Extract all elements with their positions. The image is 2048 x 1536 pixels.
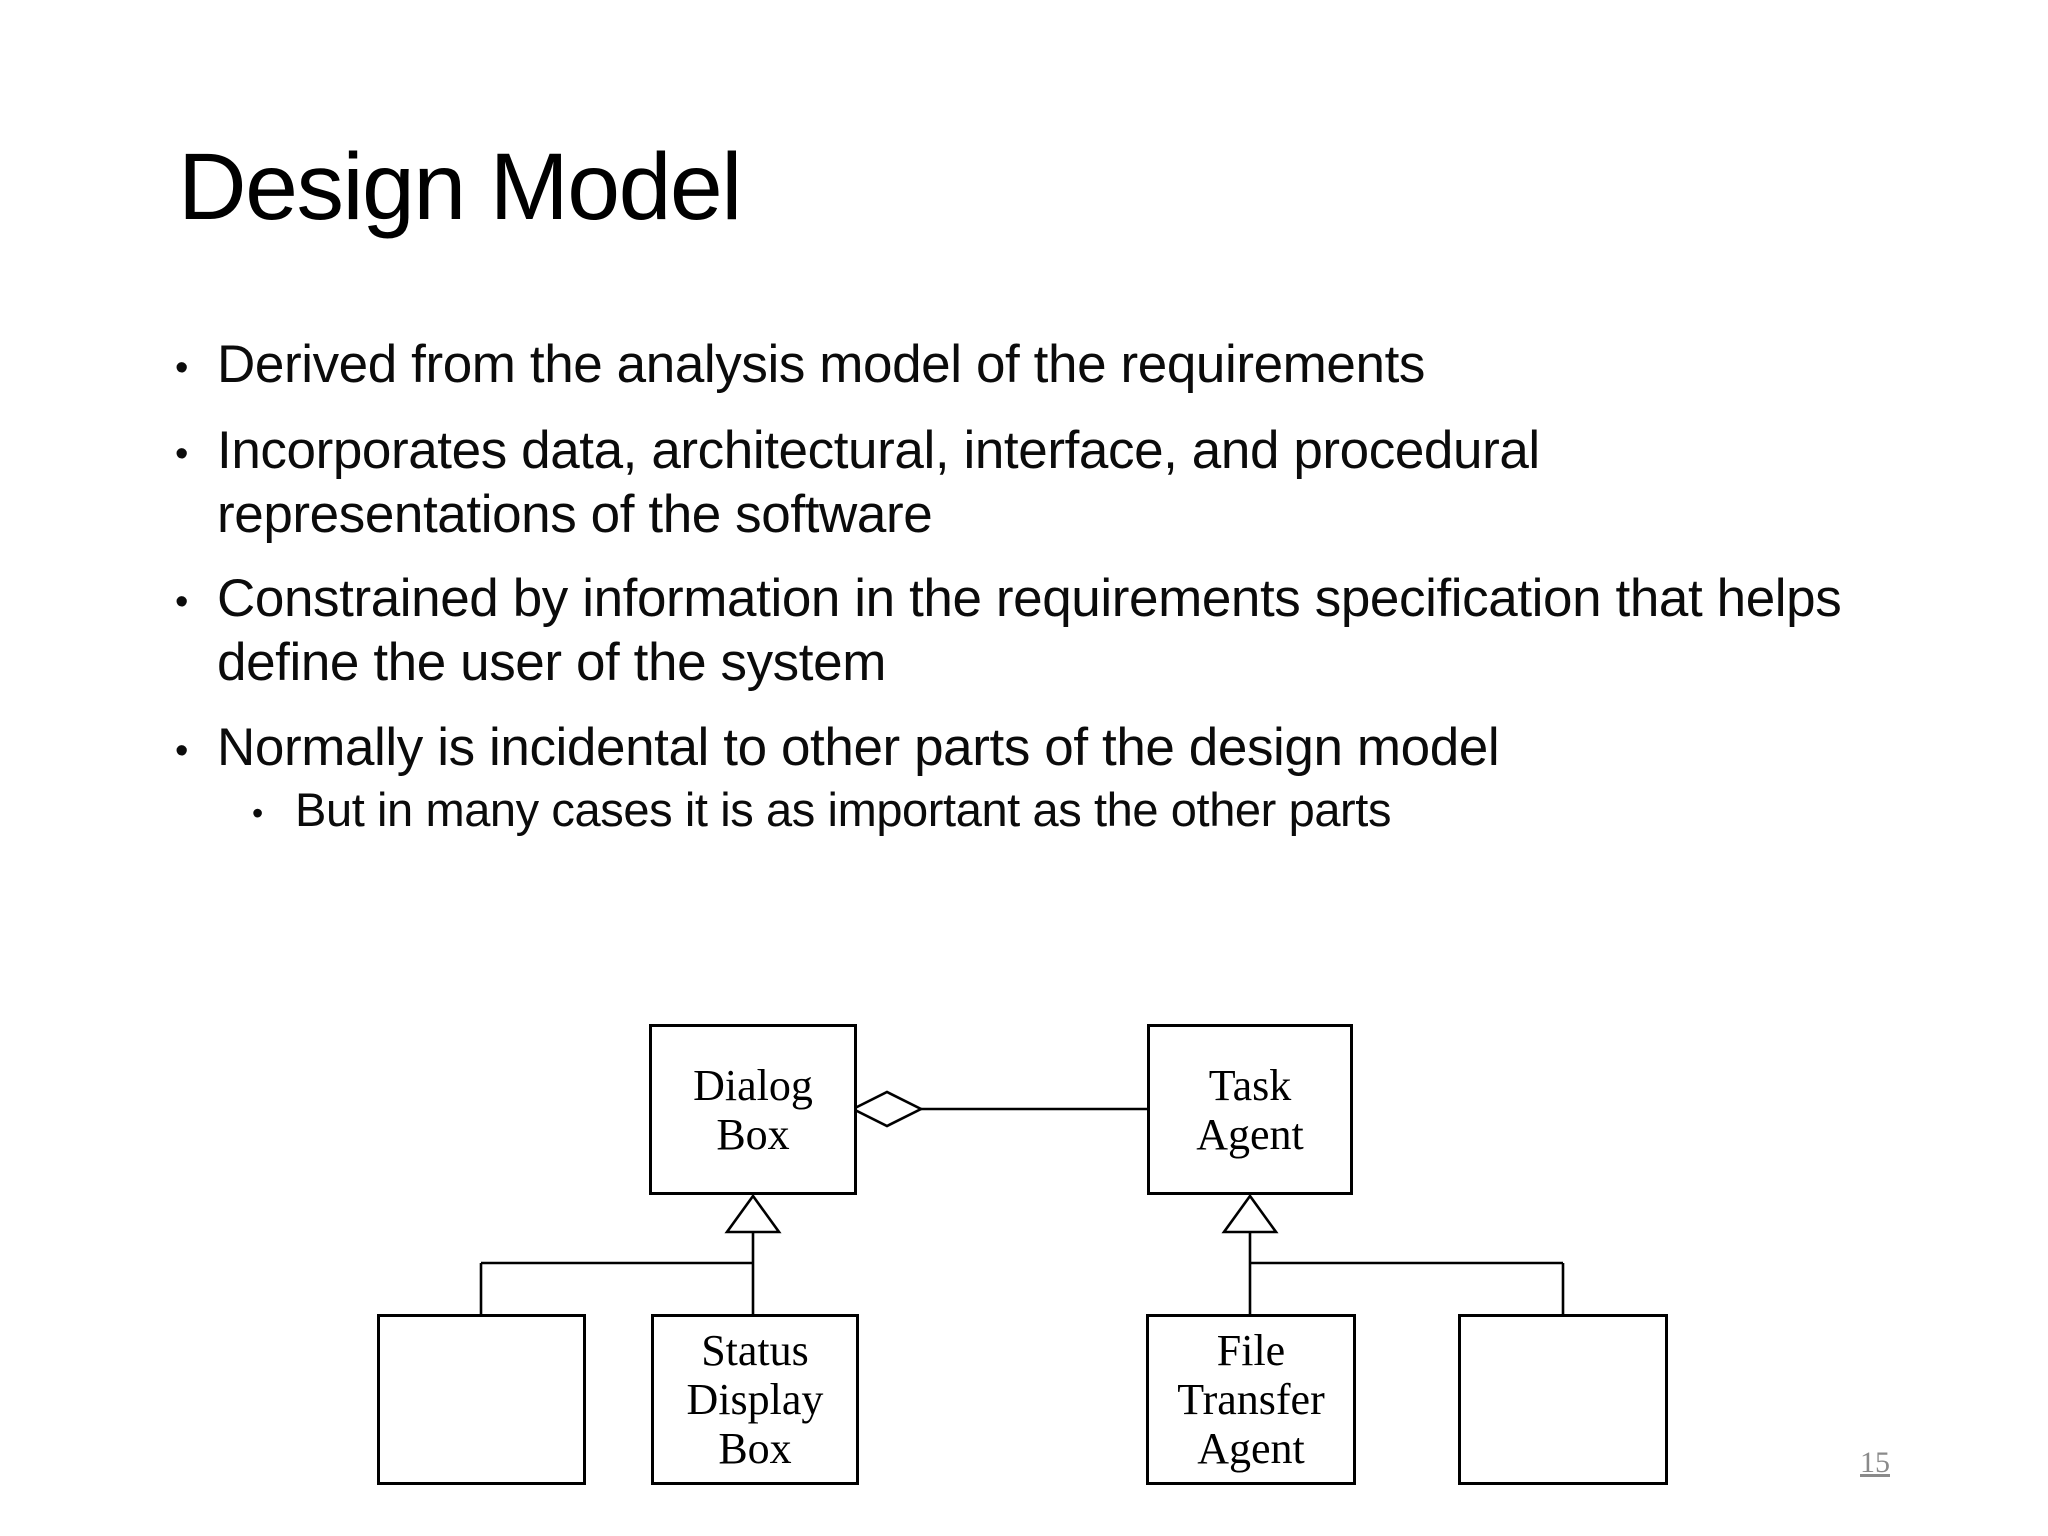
sub-bullet-item: • But in many cases it is as important as… bbox=[252, 786, 1391, 833]
uml-class-file-transfer-agent: File Transfer Agent bbox=[1146, 1314, 1356, 1485]
bullet-marker-icon: • bbox=[252, 795, 263, 831]
uml-class-status-display-box: Status Display Box bbox=[651, 1314, 859, 1485]
bullet-item: • Incorporates data, architectural, inter… bbox=[175, 424, 1540, 477]
page-title: Design Model bbox=[178, 134, 742, 240]
node-label-line: Task bbox=[1208, 1060, 1292, 1110]
bullet-text: Derived from the analysis model of the r… bbox=[217, 335, 1425, 394]
node-label-line: File bbox=[1216, 1326, 1286, 1375]
uml-class-dialog-box: Dialog Box bbox=[649, 1024, 857, 1195]
bullet-marker-icon: • bbox=[175, 580, 188, 623]
bullet-text: Incorporates data, architectural, interf… bbox=[217, 421, 1540, 480]
inheritance-triangle-icon bbox=[724, 1193, 782, 1234]
aggregation-diamond-icon bbox=[850, 1090, 924, 1128]
bullet-text: Constrained by information in the requir… bbox=[217, 569, 1842, 628]
bullet-item: • Derived from the analysis model of the … bbox=[175, 338, 1425, 391]
bullet-text: representations of the software bbox=[217, 485, 933, 544]
node-label-line: Dialog bbox=[693, 1060, 813, 1110]
bullet-text-continuation: representations of the software bbox=[217, 485, 933, 544]
node-label-line: Box bbox=[716, 1109, 790, 1159]
uml-class-unnamed-right bbox=[1458, 1314, 1668, 1485]
bullet-text-continuation: define the user of the system bbox=[217, 636, 886, 689]
uml-class-unnamed-left bbox=[377, 1314, 586, 1485]
node-label-line: Display bbox=[686, 1375, 824, 1424]
bullet-text: But in many cases it is as important as … bbox=[295, 783, 1392, 836]
bullet-text: Normally is incidental to other parts of… bbox=[217, 718, 1500, 777]
node-label-line: Box bbox=[718, 1424, 792, 1473]
node-label-line: Status bbox=[701, 1326, 809, 1375]
inheritance-triangle-icon bbox=[1221, 1193, 1279, 1234]
bullet-marker-icon: • bbox=[175, 432, 188, 475]
node-label-line: Agent bbox=[1197, 1424, 1305, 1473]
bullet-text: define the user of the system bbox=[217, 633, 886, 692]
bullet-marker-icon: • bbox=[175, 346, 188, 389]
bullet-item: • Constrained by information in the requi… bbox=[175, 569, 1842, 628]
node-label-line: Transfer bbox=[1177, 1375, 1325, 1424]
bullet-item: • Normally is incidental to other parts o… bbox=[175, 718, 1500, 777]
node-label-line: Agent bbox=[1196, 1109, 1304, 1159]
slide-page-number: 15 bbox=[1860, 1446, 1890, 1479]
uml-class-task-agent: Task Agent bbox=[1147, 1024, 1353, 1195]
bullet-marker-icon: • bbox=[175, 729, 188, 772]
